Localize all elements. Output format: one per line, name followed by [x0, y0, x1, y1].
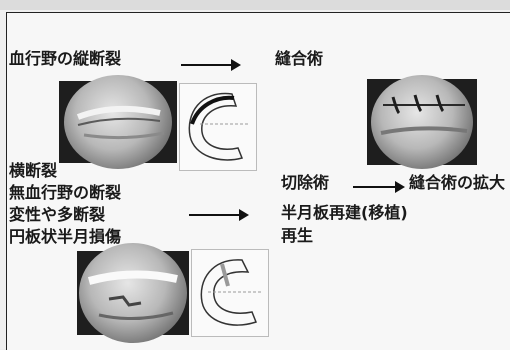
label-suture: 縫合術: [275, 49, 323, 69]
label-extended-suture: 縫合術の拡大: [409, 173, 505, 193]
meniscus-diagram-1: [179, 83, 257, 171]
arrow-icon: [181, 64, 239, 66]
label-meniscus-reconstruction: 半月板再建(移植): [281, 203, 408, 223]
slide: 血行野の縦断裂 縫合術: [6, 12, 510, 350]
label-regeneration: 再生: [281, 226, 313, 246]
arthroscopy-image-3: [77, 251, 189, 335]
arrow-icon: [189, 214, 247, 216]
meniscus-diagram-2: [191, 249, 269, 337]
top-strip: [0, 0, 510, 10]
label-transverse-tear: 横断裂: [9, 161, 57, 181]
label-avascular-tear: 無血行野の断裂: [9, 183, 121, 203]
label-degenerative-tear: 変性や多断裂: [9, 205, 105, 225]
arthroscopy-image-1: [59, 81, 177, 163]
label-vascular-longitudinal-tear: 血行野の縦断裂: [9, 49, 121, 69]
label-discoid-meniscus: 円板状半月損傷: [9, 227, 121, 247]
label-resection: 切除術: [281, 173, 329, 193]
arthroscopy-image-2: [367, 79, 477, 165]
arrow-icon: [353, 186, 403, 188]
